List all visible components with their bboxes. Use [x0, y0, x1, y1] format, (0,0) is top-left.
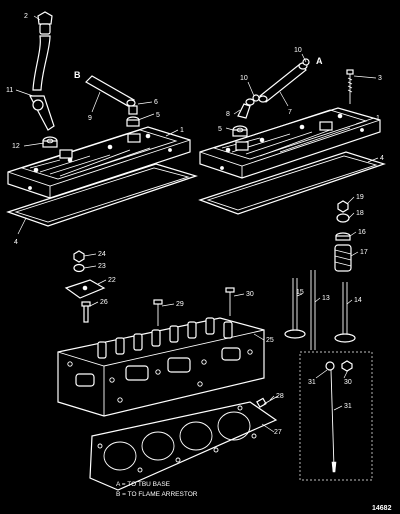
callout-4-left: 4: [14, 239, 18, 246]
rocker-arm: [64, 279, 106, 299]
head-bolt-27: [153, 299, 163, 326]
hose-b: [85, 75, 136, 107]
callout-5-right: 5: [218, 126, 222, 133]
callout-26: 28: [276, 393, 284, 400]
dipstick: [325, 361, 337, 473]
callout-7: 7: [288, 109, 292, 116]
callout-1-right: 1: [376, 115, 380, 122]
callout-20: 22: [108, 277, 116, 284]
rocker-arm-ball: [73, 263, 85, 273]
left-valve-cover: [7, 126, 191, 199]
callout-29: 31: [344, 403, 352, 410]
callout-5-left: 5: [156, 112, 160, 119]
callout-23: 25: [266, 337, 274, 344]
valve-spring: [334, 244, 352, 272]
legend: A = TO TBU BASE B = TO FLAME ARRESTOR: [116, 481, 198, 498]
head-bolt-28: [225, 287, 235, 316]
rocker-stud: [81, 301, 91, 323]
callout-18: 18: [356, 210, 364, 217]
callout-28: 30: [246, 291, 254, 298]
legend-line-b: B = TO FLAME ARRESTOR: [116, 491, 198, 498]
callout-12: 12: [12, 143, 20, 150]
head-gasket: [89, 401, 278, 491]
callout-1-left: 1: [180, 127, 184, 134]
head-bolt-26: [256, 395, 279, 408]
callout-3: 3: [378, 75, 382, 82]
callout-30-label: 30: [344, 379, 352, 386]
leader-lines: [15, 15, 379, 433]
callout-numbers: 2 11 12 1 4 5 6 9 10 10 7 8 5 3 1 4 19 1…: [6, 13, 384, 436]
right-elbow-fitting: [237, 98, 255, 119]
cover-bolt: [346, 69, 354, 104]
callout-27: 29: [176, 301, 184, 308]
rocker-nut: [337, 200, 349, 213]
pushrod: [310, 270, 316, 350]
callout-16: 16: [358, 229, 366, 236]
left-grommet: [42, 136, 58, 148]
cylinder-head-springs: [97, 317, 233, 359]
hose-a: [258, 62, 308, 103]
callout-17: 17: [360, 249, 368, 256]
callout-31: 31: [308, 379, 316, 386]
cylinder-head: [57, 317, 265, 417]
dipstick-grommet: [341, 360, 353, 372]
rocker-arm-nut: [73, 250, 85, 263]
figure-number: 14682: [372, 505, 392, 512]
valve-retainer: [335, 232, 351, 241]
callout-2: 2: [24, 13, 28, 20]
legend-line-a: A = TO TBU BASE: [116, 481, 171, 488]
head-bolt-holes: [67, 349, 253, 403]
callout-8: 8: [226, 111, 230, 118]
callout-10-top: 10: [294, 47, 302, 54]
callout-10-mid: 10: [240, 75, 248, 82]
rocker-ball: [336, 213, 350, 223]
callout-19: 19: [356, 194, 364, 201]
right-grommet: [232, 125, 248, 137]
callout-14: 14: [354, 297, 362, 304]
right-valve-cover-gasket: [198, 151, 386, 215]
callout-6: 6: [154, 99, 158, 106]
dipstick-inset-box: [299, 351, 373, 481]
exhaust-valve: [334, 282, 356, 343]
callout-4-right: 4: [380, 155, 384, 162]
callout-25: 27: [274, 429, 282, 436]
callout-13: 13: [322, 295, 330, 302]
callout-22: 24: [98, 251, 106, 258]
callout-9: 9: [88, 115, 92, 122]
left-breather-cap: [37, 11, 53, 35]
intake-valve: [284, 278, 306, 339]
left-breather-hose: [29, 35, 55, 131]
callout-15: 15: [296, 289, 304, 296]
right-valve-cover: [199, 107, 381, 179]
left-pcv-fitting: [126, 105, 140, 127]
callout-21: 23: [98, 263, 106, 270]
left-valve-cover-gasket: [6, 163, 198, 227]
exhaust-ports: [75, 347, 241, 387]
letter-a: A: [316, 56, 323, 66]
callout-24: 26: [100, 299, 108, 306]
letter-b: B: [74, 70, 81, 80]
callout-11: 11: [6, 87, 13, 94]
